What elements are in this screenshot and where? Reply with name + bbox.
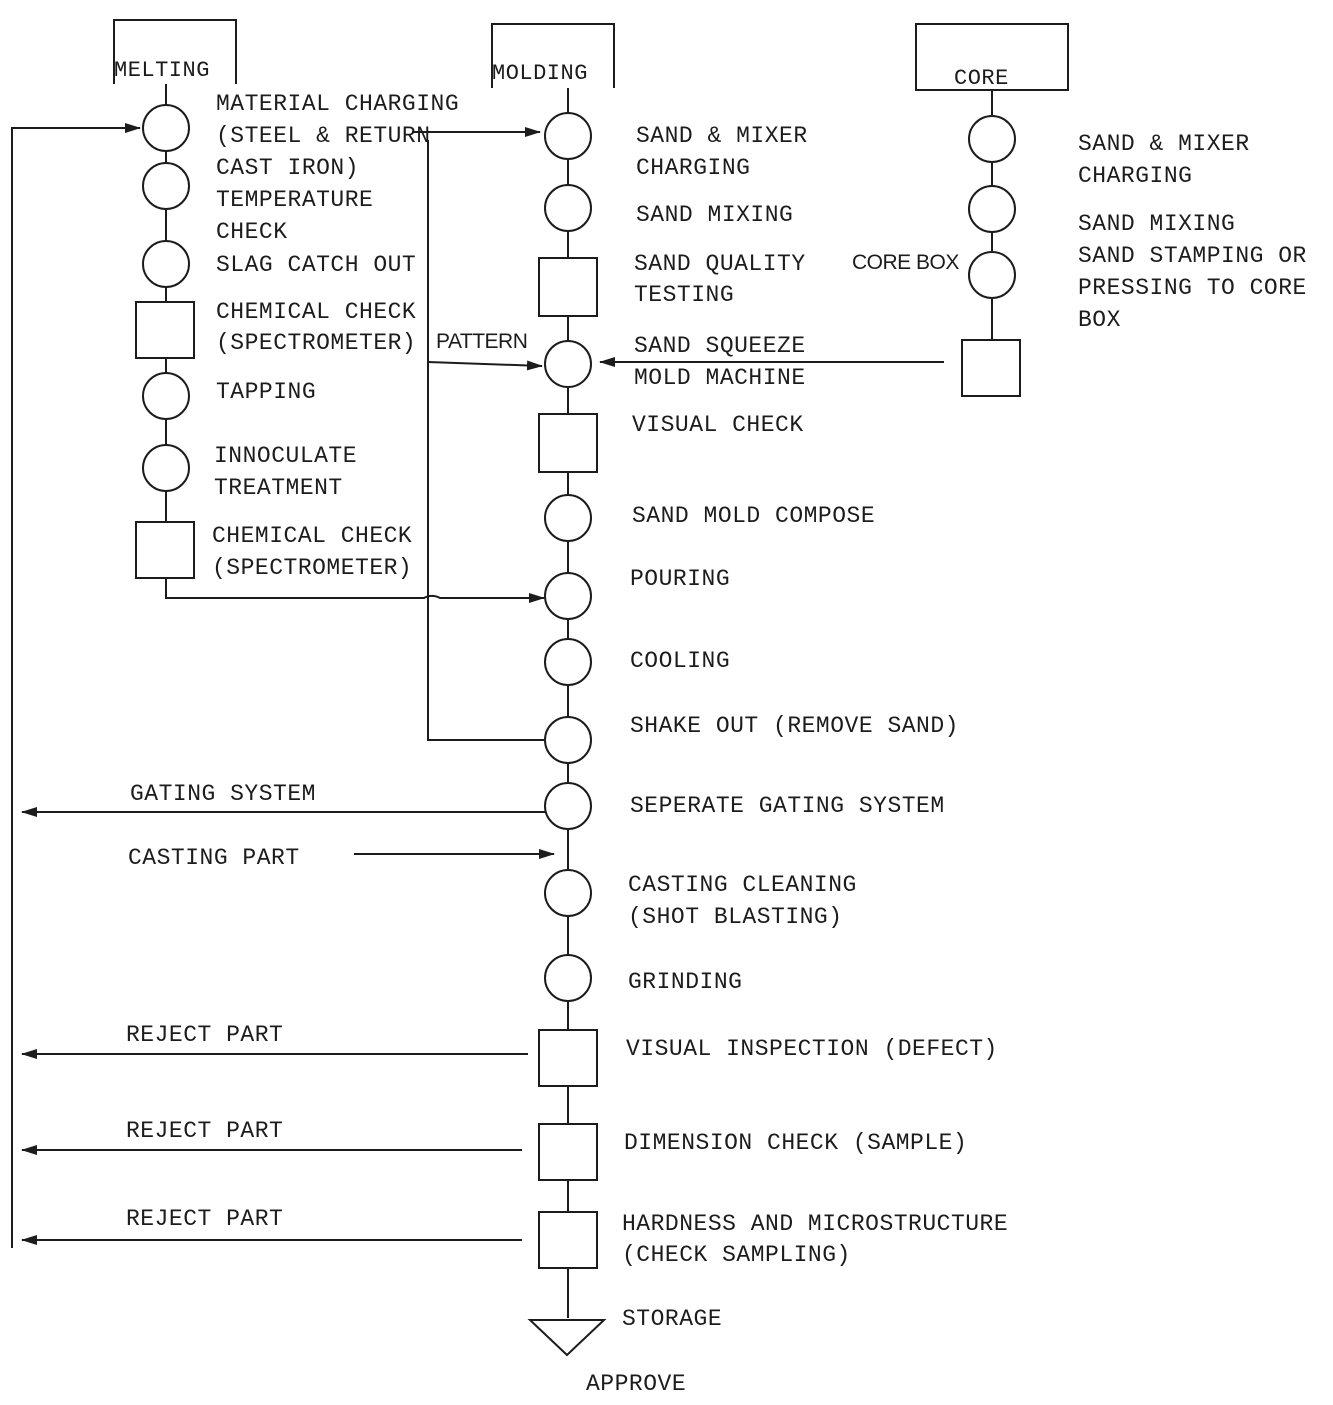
molding-header: MOLDING (492, 61, 588, 87)
core-sand-mixer-charging-label-2: CHARGING (1078, 161, 1192, 192)
molding-insp-visual-check (539, 414, 597, 472)
molding-op-pouring (545, 573, 591, 619)
chemical-check-1-label-1: CHEMICAL CHECK (216, 297, 416, 328)
core-op-sand-mixer-charging (969, 116, 1015, 162)
pattern-label: PATTERN (436, 326, 527, 357)
reject-part-2-label: REJECT PART (126, 1116, 283, 1147)
gating-system-label: GATING SYSTEM (130, 779, 316, 810)
dimension-check-label: DIMENSION CHECK (SAMPLE) (624, 1128, 967, 1159)
molding-op-sand-mixer-charging (545, 113, 591, 159)
grinding-label: GRINDING (628, 967, 742, 998)
approve-label: APPROVE (586, 1369, 686, 1400)
core-stamping-label-1: SAND STAMPING OR (1078, 241, 1307, 272)
melting-op-innoculate (143, 445, 189, 491)
molding-op-grinding (545, 955, 591, 1001)
chemical-check-1-label-2: (SPECTROMETER) (216, 328, 416, 359)
sand-mold-compose-label: SAND MOLD COMPOSE (632, 501, 875, 532)
molding-op-shake-out (545, 717, 591, 763)
casting-cleaning-label-2: (SHOT BLASTING) (628, 902, 843, 933)
melting-header: MELTING (114, 58, 210, 84)
storage-symbol (530, 1320, 604, 1355)
storage-label: STORAGE (622, 1304, 722, 1335)
return-loop (12, 128, 140, 1248)
core-header: CORE (954, 66, 1009, 92)
mold-sand-mixer-charging-label-2: CHARGING (636, 153, 750, 184)
core-op-stamping (969, 252, 1015, 298)
pattern-return-loop (428, 140, 544, 740)
material-charging-label-1: MATERIAL CHARGING (216, 89, 459, 120)
mold-sand-mixer-charging-label-1: SAND & MIXER (636, 121, 808, 152)
chemical-check-2-label-2: (SPECTROMETER) (212, 553, 412, 584)
melting-op-tapping (143, 373, 189, 419)
reject-part-3-label: REJECT PART (126, 1204, 283, 1235)
casting-part-label: CASTING PART (128, 843, 300, 874)
molding-op-cooling (545, 639, 591, 685)
core-op-sand-mixing (969, 186, 1015, 232)
melting-insp-chemical-check-1 (136, 302, 194, 358)
core-sand-mixer-charging-label-1: SAND & MIXER (1078, 129, 1250, 160)
slag-catch-out-label: SLAG CATCH OUT (216, 250, 416, 281)
core-sand-mixing-label: SAND MIXING (1078, 209, 1235, 240)
tapping-label: TAPPING (216, 377, 316, 408)
temperature-check-label-1: TEMPERATURE (216, 185, 373, 216)
mold-sand-mixing-label: SAND MIXING (636, 200, 793, 231)
material-charging-label-3: CAST IRON) (216, 153, 359, 184)
core-box-symbol (962, 340, 1020, 396)
reject-part-1-label: REJECT PART (126, 1020, 283, 1051)
cooling-label: COOLING (630, 646, 730, 677)
separate-gating-label: SEPERATE GATING SYSTEM (630, 791, 945, 822)
visual-inspection-label: VISUAL INSPECTION (DEFECT) (626, 1034, 998, 1065)
sand-quality-label-1: SAND QUALITY (634, 249, 806, 280)
molding-op-sand-mixing (545, 185, 591, 231)
casting-cleaning-label-1: CASTING CLEANING (628, 870, 857, 901)
material-charging-label-2: (STEEL & RETURN (216, 121, 431, 152)
sand-squeeze-label-2: MOLD MACHINE (634, 363, 806, 394)
temperature-check-label-2: CHECK (216, 217, 288, 248)
melting-op-temperature-check (143, 163, 189, 209)
molding-insp-dimension-check (539, 1124, 597, 1180)
molding-insp-sand-quality (539, 258, 597, 316)
visual-check-label: VISUAL CHECK (632, 410, 804, 441)
melting-insp-chemical-check-2 (136, 522, 194, 578)
molding-op-separate-gating (545, 783, 591, 829)
melting-op-material-charging (143, 105, 189, 151)
molding-op-casting-cleaning (545, 870, 591, 916)
hardness-label-1: HARDNESS AND MICROSTRUCTURE (622, 1209, 1008, 1240)
chemical-check-2-label-1: CHEMICAL CHECK (212, 521, 412, 552)
molding-op-sand-mold-compose (545, 495, 591, 541)
sand-squeeze-label-1: SAND SQUEEZE (634, 331, 806, 362)
molding-insp-visual-inspection (539, 1030, 597, 1086)
pattern-arrow (428, 362, 542, 366)
innoculate-label-1: INNOCULATE (214, 441, 357, 472)
pouring-label: POURING (630, 564, 730, 595)
shake-out-label: SHAKE OUT (REMOVE SAND) (630, 711, 959, 742)
melting-op-slag-catch-out (143, 241, 189, 287)
core-stamping-label-3: BOX (1078, 305, 1121, 336)
innoculate-label-2: TREATMENT (214, 473, 343, 504)
hardness-label-2: (CHECK SAMPLING) (622, 1240, 851, 1271)
sand-quality-label-2: TESTING (634, 280, 734, 311)
core-stamping-label-2: PRESSING TO CORE (1078, 273, 1307, 304)
core-box-label: CORE BOX (852, 247, 959, 278)
molding-op-sand-squeeze (545, 341, 591, 387)
molding-insp-hardness (539, 1212, 597, 1268)
